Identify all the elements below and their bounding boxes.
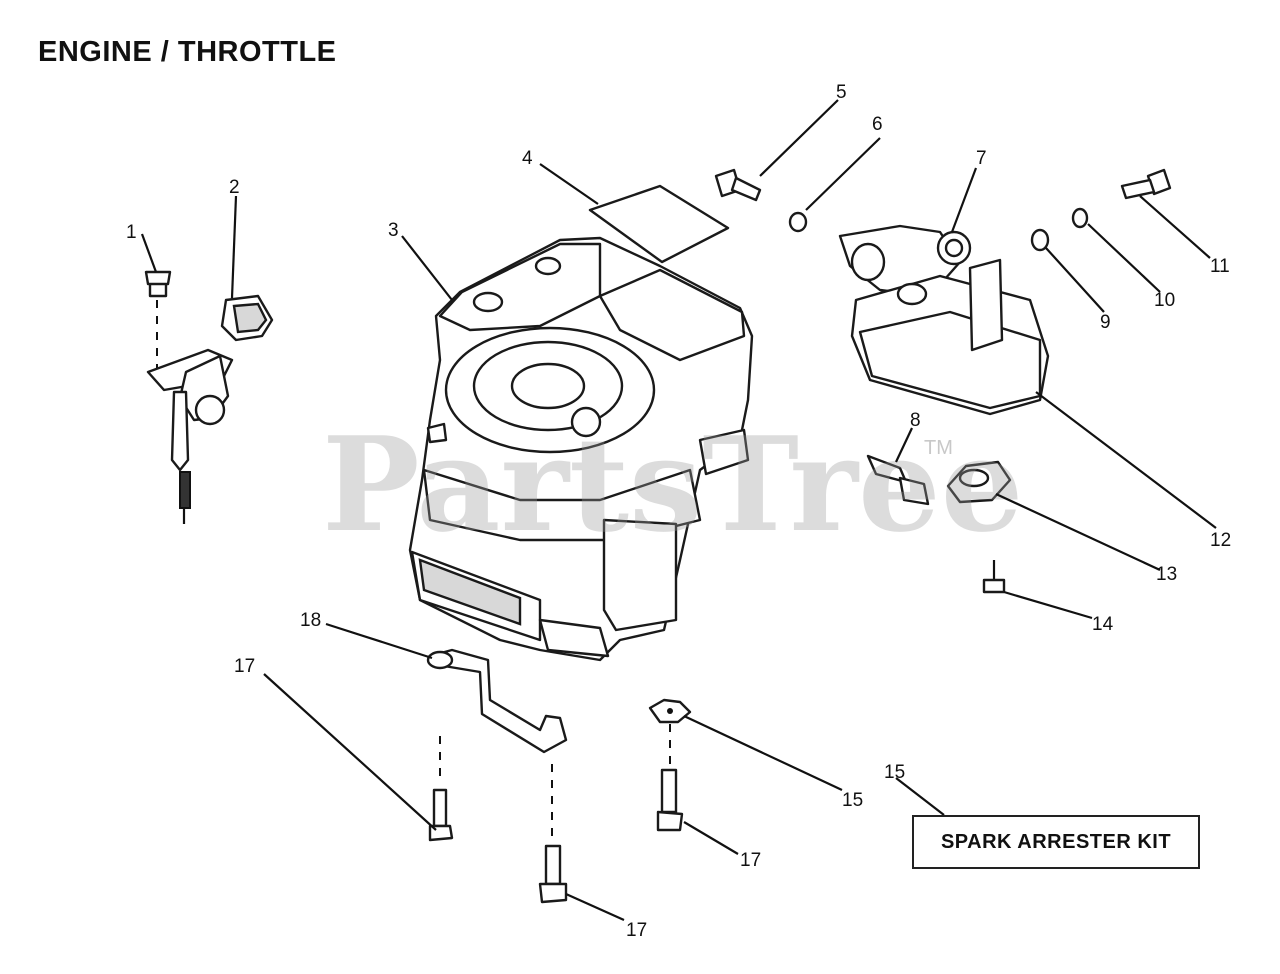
page-title: ENGINE / THROTTLE [38, 36, 337, 68]
star-washer-part [648, 698, 692, 724]
callout-1: 1 [126, 222, 137, 243]
bolt-17-part [428, 724, 684, 904]
engine-block-part [408, 236, 754, 662]
throttle-control-part [144, 270, 274, 524]
callout-10: 10 [1154, 290, 1175, 311]
callout-13: 13 [1156, 564, 1177, 585]
screw-14-part [982, 560, 1006, 594]
callout-6: 6 [872, 114, 883, 135]
washer-10-part [1071, 207, 1089, 229]
callout-2: 2 [229, 177, 240, 198]
spark-arrester-kit-box: SPARK ARRESTER KIT [912, 815, 1200, 869]
muffler-part [838, 224, 1050, 416]
callout-17-left: 17 [234, 656, 255, 677]
decal-part [588, 184, 730, 264]
callout-12: 12 [1210, 530, 1231, 551]
callout-18: 18 [300, 610, 321, 631]
washer-6-part [788, 211, 808, 233]
callout-15-washer: 15 [842, 790, 863, 811]
watermark-text: PartsTree [322, 408, 1023, 561]
bolt-11-part [1120, 168, 1172, 200]
bracket-part [426, 648, 568, 754]
callout-17-right: 17 [740, 850, 761, 871]
washer-9-part [1030, 228, 1050, 252]
spark-arrester-part [946, 460, 1012, 504]
bolt-5-part [714, 168, 762, 202]
callout-17-bottom: 17 [626, 920, 647, 941]
callout-3: 3 [388, 220, 399, 241]
watermark-trademark: TM [924, 437, 953, 459]
spark-arrester-kit-label: SPARK ARRESTER KIT [940, 830, 1172, 853]
callout-7: 7 [976, 148, 987, 169]
callout-labels: 1 2 3 4 5 6 7 8 9 10 11 12 13 14 15 15 1… [126, 82, 1231, 941]
callout-5: 5 [836, 82, 847, 103]
callout-15-kit: 15 [884, 762, 905, 783]
fitting-8-part [866, 454, 930, 506]
leader-lines [140, 99, 1217, 922]
callout-8: 8 [910, 410, 921, 431]
callout-9: 9 [1100, 312, 1111, 333]
callout-14: 14 [1092, 614, 1114, 635]
callout-4: 4 [522, 148, 533, 169]
callout-11: 11 [1210, 256, 1230, 277]
